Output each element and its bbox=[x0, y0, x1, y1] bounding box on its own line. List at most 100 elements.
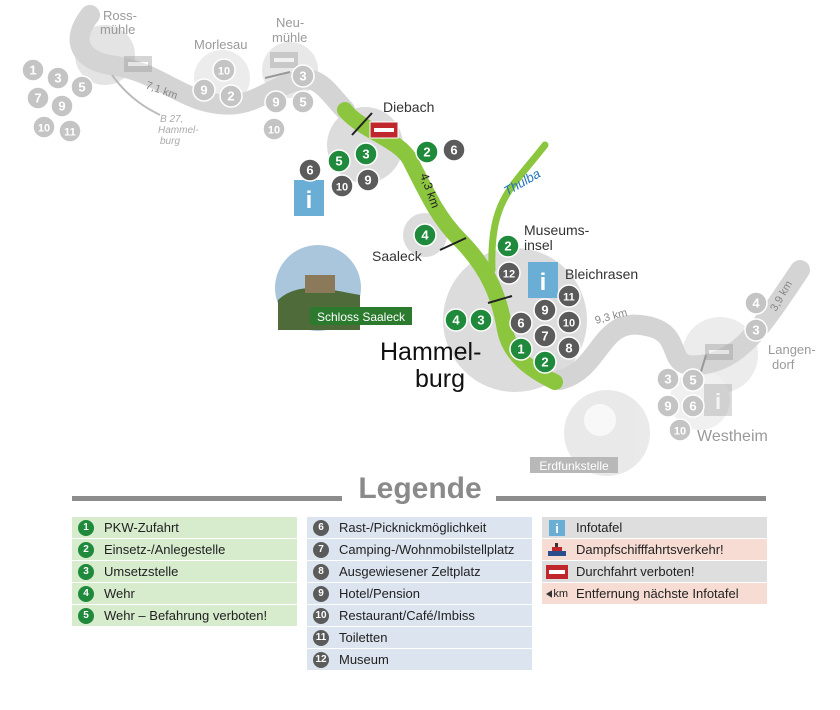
marker-number: 2 bbox=[504, 239, 511, 254]
legend-item: 5 Wehr – Befahrung verboten! bbox=[72, 605, 297, 626]
marker-2: 2 bbox=[496, 234, 520, 258]
no-passage-sign-icon bbox=[705, 344, 733, 360]
legend-label: Restaurant/Café/Imbiss bbox=[339, 608, 475, 623]
marker-4: 4 bbox=[444, 308, 468, 332]
marker-number: 10 bbox=[218, 66, 230, 78]
marker-4: 4 bbox=[413, 223, 437, 247]
marker-10: 10 bbox=[557, 310, 581, 334]
place-rossmuehle-2: mühle bbox=[100, 22, 135, 37]
legend-number-badge: 9 bbox=[313, 585, 329, 602]
legend-label: Museum bbox=[339, 652, 389, 667]
legend-title: Legende bbox=[358, 472, 482, 505]
steamboat-icon bbox=[546, 542, 568, 558]
legend-number-badge: 11 bbox=[313, 629, 329, 646]
legend-label: Toiletten bbox=[339, 630, 388, 645]
marker-number: 4 bbox=[452, 313, 460, 328]
weir-line bbox=[351, 112, 373, 136]
marker-10: 10 bbox=[262, 117, 286, 141]
marker-3: 3 bbox=[469, 308, 493, 332]
weir-line bbox=[439, 237, 467, 251]
marker-9: 9 bbox=[50, 94, 74, 118]
place-hammelburg-1: Hammel- bbox=[380, 338, 481, 366]
marker-6: 6 bbox=[681, 394, 705, 418]
place-morlesau: Morlesau bbox=[194, 37, 247, 52]
marker-10: 10 bbox=[212, 58, 236, 82]
legend-item: 9 Hotel/Pension bbox=[307, 583, 532, 604]
legend-number-badge: 8 bbox=[313, 563, 329, 580]
marker-number: 1 bbox=[517, 342, 524, 357]
marker-number: 5 bbox=[335, 154, 342, 169]
marker-2: 2 bbox=[415, 140, 439, 164]
marker-number: 6 bbox=[450, 143, 457, 158]
erdfunk-label-bg bbox=[530, 457, 618, 473]
marker-number: 9 bbox=[58, 99, 65, 114]
legend-label: Hotel/Pension bbox=[339, 586, 420, 601]
distance-arrow-icon: km bbox=[546, 586, 568, 602]
legend-label: Ausgewiesener Zeltplatz bbox=[339, 564, 481, 579]
marker-3: 3 bbox=[46, 66, 70, 90]
svg-text:i: i bbox=[555, 521, 559, 536]
legend-label: Dampfschifffahrtsverkehr! bbox=[576, 542, 724, 557]
marker-number: 9 bbox=[200, 83, 207, 98]
no-passage-sign-icon bbox=[546, 564, 568, 580]
marker-number: 6 bbox=[306, 163, 313, 178]
marker-number: 11 bbox=[563, 292, 575, 304]
weir-line bbox=[264, 71, 291, 79]
info-board-icon: i bbox=[294, 180, 324, 216]
legend-label: Entfernung nächste Infotafel bbox=[576, 586, 739, 601]
legend-item: Dampfschifffahrtsverkehr! bbox=[542, 539, 767, 560]
legend-item: km Entfernung nächste Infotafel bbox=[542, 583, 767, 604]
marker-9: 9 bbox=[356, 168, 380, 192]
place-westheim: Westheim bbox=[697, 428, 768, 445]
legend-label: Wehr – Befahrung verboten! bbox=[104, 608, 268, 623]
legend-divider bbox=[72, 496, 342, 501]
no-passage-sign-icon bbox=[369, 121, 399, 139]
info-board-icon: i bbox=[546, 519, 568, 536]
marker-5: 5 bbox=[327, 149, 351, 173]
marker-3: 3 bbox=[744, 318, 768, 342]
marker-3: 3 bbox=[291, 64, 315, 88]
marker-number: 9 bbox=[364, 173, 371, 188]
marker-number: 5 bbox=[78, 80, 85, 95]
place-diebach: Diebach bbox=[383, 99, 434, 115]
marker-number: 9 bbox=[664, 399, 671, 414]
marker-number: 4 bbox=[421, 228, 429, 243]
marker-number: 9 bbox=[541, 303, 548, 318]
legend-label: Einsetz-/Anlegestelle bbox=[104, 542, 226, 557]
info-board-icon: i bbox=[528, 262, 558, 298]
marker-number: 9 bbox=[272, 95, 279, 110]
marker-11: 11 bbox=[58, 119, 82, 143]
place-langendorf-1: Langen- bbox=[768, 342, 816, 357]
schloss-label: Schloss Saaleck bbox=[317, 310, 406, 324]
marker-4: 4 bbox=[744, 291, 768, 315]
legend-number-badge: 3 bbox=[78, 563, 94, 580]
svg-text:i: i bbox=[715, 389, 721, 414]
info-board-icon: i bbox=[704, 384, 732, 416]
road-b27-2: Hammel- bbox=[158, 125, 199, 136]
legend-number-badge: 7 bbox=[313, 541, 329, 558]
road-b27-1: B 27, bbox=[160, 114, 183, 125]
marker-9: 9 bbox=[533, 298, 557, 322]
weir-line bbox=[487, 295, 513, 304]
marker-1: 1 bbox=[21, 58, 45, 82]
legend-number-badge: 10 bbox=[313, 607, 329, 624]
legend-number-badge: 6 bbox=[313, 519, 329, 536]
marker-number: 3 bbox=[362, 147, 369, 162]
marker-8: 8 bbox=[557, 336, 581, 360]
marker-9: 9 bbox=[264, 90, 288, 114]
legend-item: Durchfahrt verboten! bbox=[542, 561, 767, 582]
svg-text:i: i bbox=[306, 187, 313, 214]
marker-11: 11 bbox=[557, 284, 581, 308]
marker-2: 2 bbox=[533, 350, 557, 374]
place-neumuehle-1: Neu- bbox=[276, 15, 304, 30]
marker-1: 1 bbox=[509, 337, 533, 361]
marker-number: 5 bbox=[299, 95, 306, 110]
legend-number-badge: 5 bbox=[78, 607, 94, 624]
